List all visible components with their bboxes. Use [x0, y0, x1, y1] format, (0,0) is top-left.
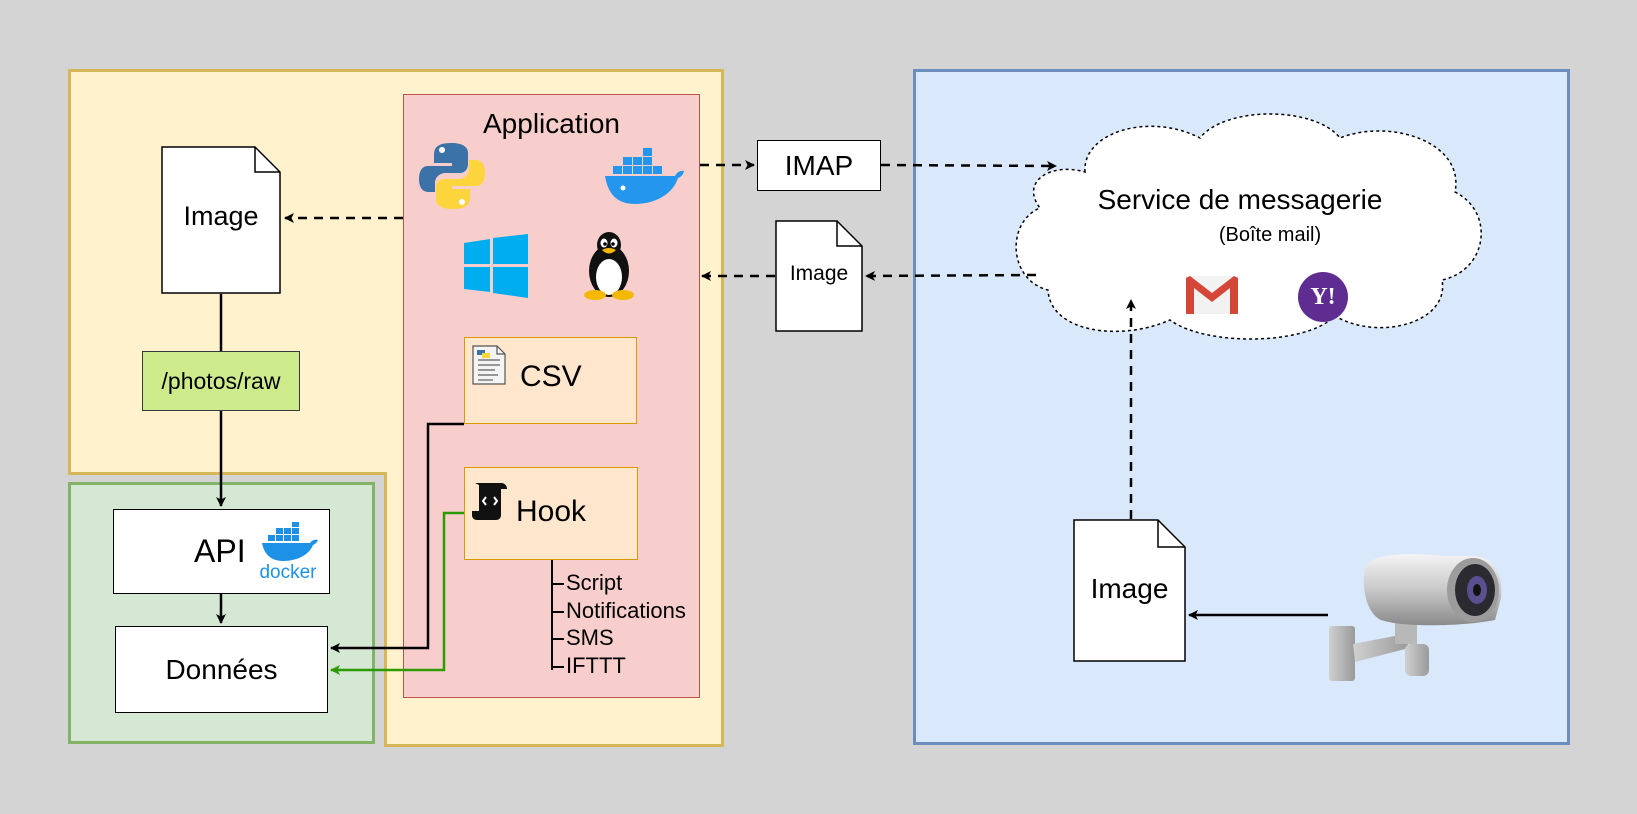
imap-label: IMAP	[784, 149, 854, 181]
security-camera-icon	[1329, 554, 1502, 681]
data-box: Données	[115, 626, 328, 713]
image-file-right-label: Image	[1090, 573, 1169, 604]
hook-box: Hook	[464, 467, 638, 560]
yahoo-icon: Y!	[1298, 272, 1348, 322]
image-file-middle-label: Image	[789, 262, 849, 285]
application-title: Application	[483, 108, 620, 139]
image-file-middle: Image	[775, 220, 863, 332]
hook-label: Hook	[516, 495, 587, 528]
mail-service-cloud	[1015, 113, 1482, 340]
image-file-left-label: Image	[183, 201, 259, 231]
hook-action-sms: SMS	[566, 625, 614, 650]
python-script-icon	[472, 345, 506, 385]
csv-box: CSV	[464, 337, 637, 424]
mail-service-subtitle: (Boîte mail)	[1218, 224, 1322, 246]
hook-action-script: Script	[566, 570, 623, 595]
csv-label: CSV	[520, 360, 582, 393]
api-box: API docker	[113, 509, 330, 594]
hook-action-notifications: Notifications	[566, 598, 686, 623]
gmail-icon	[1186, 276, 1238, 314]
hook-action-ifttt: IFTTT	[566, 653, 626, 678]
docker-whale-icon	[605, 148, 684, 204]
api-label: API	[194, 533, 246, 569]
mail-service-title: Service de messagerie	[1097, 184, 1383, 215]
data-label: Données	[165, 653, 278, 685]
yahoo-mark: Y!	[1310, 283, 1336, 310]
docker-logo-icon: docker	[254, 522, 322, 584]
photos-raw-folder: /photos/raw	[142, 351, 300, 411]
imap-box: IMAP	[757, 140, 881, 191]
windows-icon	[464, 234, 528, 298]
docker-logo-text: docker	[259, 562, 317, 583]
image-file-right: Image	[1073, 519, 1186, 662]
script-scroll-icon	[472, 483, 507, 520]
python-icon	[419, 143, 485, 209]
image-file-left: Image	[161, 146, 281, 294]
linux-tux-icon	[584, 232, 634, 300]
